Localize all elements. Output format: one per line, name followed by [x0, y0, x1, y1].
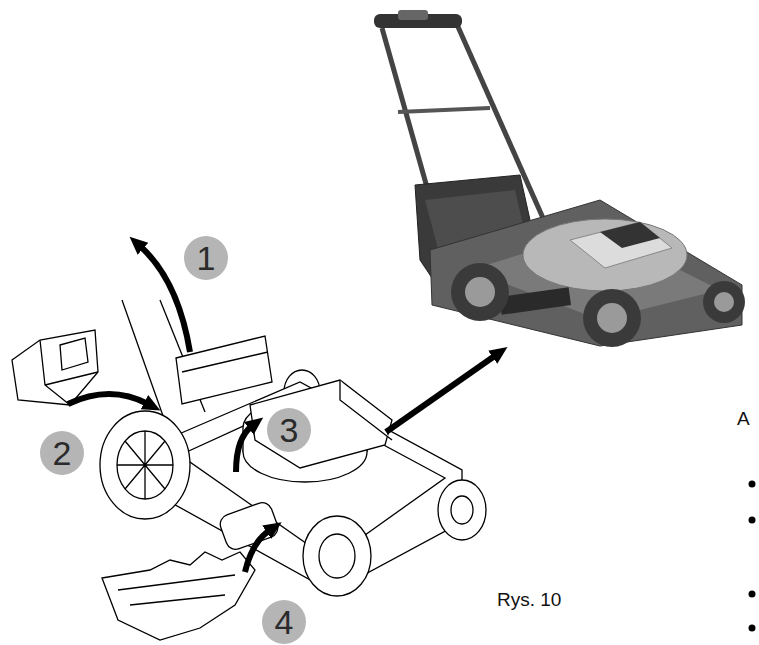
callout-circle: 2: [40, 431, 84, 475]
text-fragment: A: [737, 409, 750, 430]
callout-number: 3: [280, 413, 299, 447]
callout-circle: 3: [267, 408, 311, 452]
callout-circle: 4: [262, 600, 306, 644]
motion-arrow: [68, 246, 496, 572]
callout-circle: 1: [184, 236, 228, 280]
callout-number: 2: [53, 436, 72, 470]
callout-number: 1: [197, 241, 216, 275]
callout-number: 4: [275, 605, 294, 639]
figure-label: Rys. 10: [497, 590, 561, 611]
mower-line-drawing: [12, 300, 486, 640]
bullet-dot: [749, 481, 756, 632]
mower-photo: [374, 10, 745, 347]
